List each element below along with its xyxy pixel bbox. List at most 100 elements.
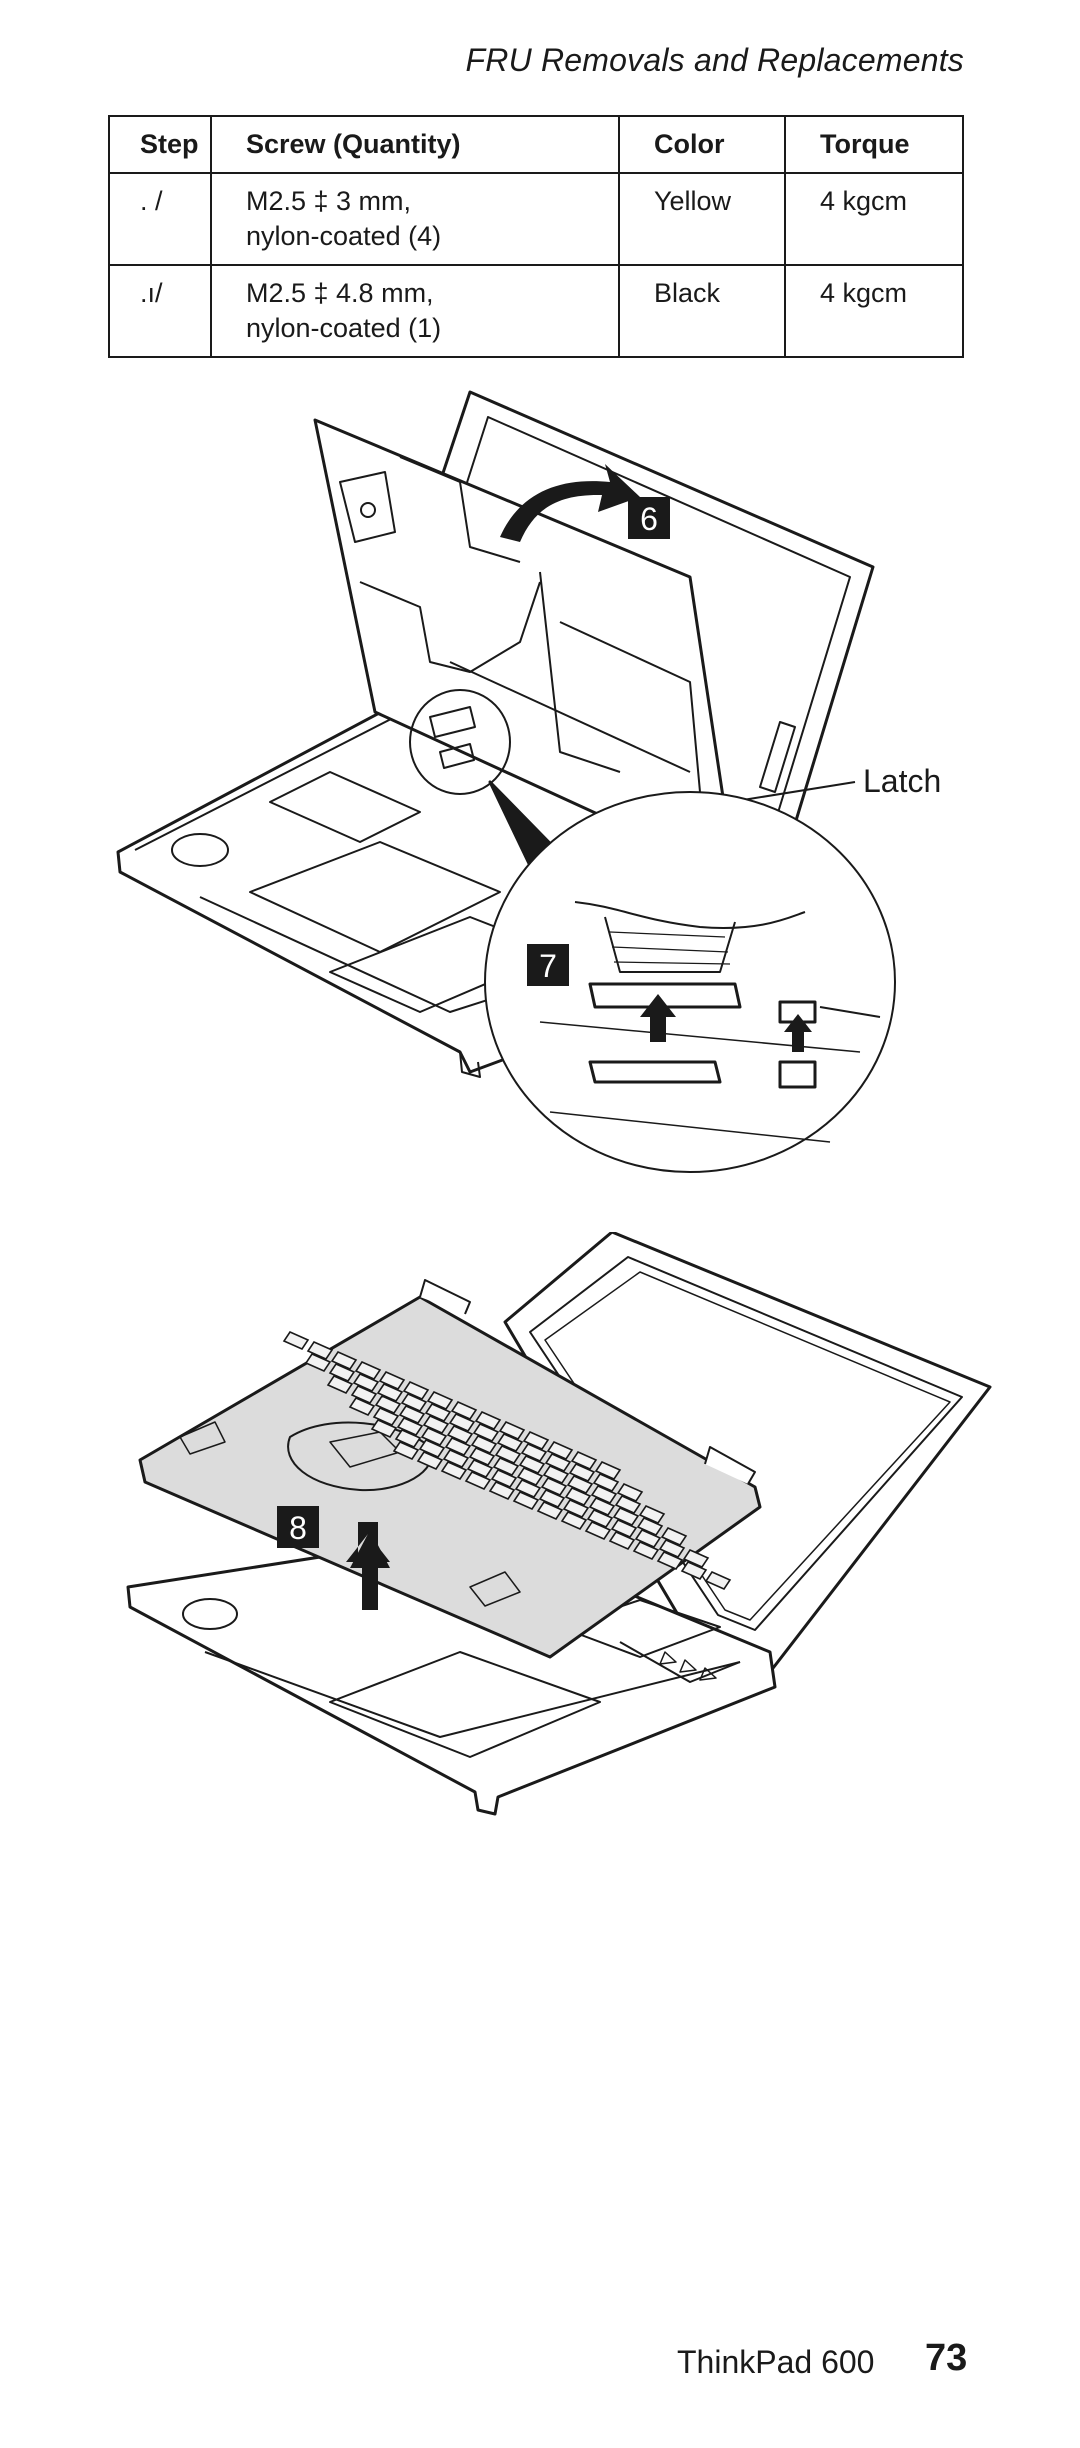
keyboard-key xyxy=(468,1446,496,1467)
keyboard-key xyxy=(546,1440,574,1461)
keyboard-key xyxy=(536,1500,564,1521)
keyboard-removal-illustration: 8 xyxy=(126,1232,992,1816)
keyboard-key xyxy=(584,1520,612,1541)
keyboard-key xyxy=(656,1550,684,1571)
keyboard-key xyxy=(586,1508,614,1529)
step-cell: .ı/ xyxy=(108,264,212,358)
lcd-removal-illustration: 6 7 Latch xyxy=(116,390,941,1173)
up-arrow-icon xyxy=(784,1014,812,1052)
step-badge xyxy=(277,1506,319,1548)
keyboard-key xyxy=(450,1400,478,1421)
keyboard-key xyxy=(444,1436,472,1457)
step-badge xyxy=(527,944,569,986)
keyboard-key xyxy=(514,1478,542,1499)
torque-cell: 4 kgcm xyxy=(784,172,964,266)
keyboard-key xyxy=(610,1518,638,1539)
table-row: . / M2.5 ‡ 3 mm, nylon-coated (4) Yellow… xyxy=(108,172,964,266)
keyboard-key xyxy=(704,1570,732,1591)
keyboard-key xyxy=(496,1432,524,1453)
color-cell: Yellow xyxy=(618,172,786,266)
keyboard-key xyxy=(498,1420,526,1441)
keyboard-key xyxy=(636,1516,664,1537)
column-header-color: Color xyxy=(618,115,786,174)
step-label: 8 xyxy=(289,1510,307,1546)
keyboard-key xyxy=(350,1384,378,1405)
keyboard-key xyxy=(304,1352,332,1373)
keyboard-key xyxy=(494,1444,522,1465)
keyboard-key xyxy=(378,1370,406,1391)
table-row: .ı/ M2.5 ‡ 4.8 mm, nylon-coated (1) Blac… xyxy=(108,264,964,358)
keyboard-key xyxy=(544,1452,572,1473)
keyboard-key xyxy=(588,1496,616,1517)
keyboard-key xyxy=(658,1538,686,1559)
keyboard-key xyxy=(540,1476,568,1497)
keyboard-key xyxy=(612,1506,640,1527)
latch-label: Latch xyxy=(863,763,941,799)
screw-cell: M2.5 ‡ 4.8 mm, nylon-coated (1) xyxy=(210,264,620,358)
table-header-row: Step Screw (Quantity) Color Torque xyxy=(108,115,964,174)
keyboard-key xyxy=(394,1428,422,1449)
keyboard-key xyxy=(446,1424,474,1445)
keyboard-key xyxy=(682,1548,710,1569)
keyboard-key xyxy=(522,1430,550,1451)
keyboard-key xyxy=(564,1486,592,1507)
keyboard-key xyxy=(398,1404,426,1425)
keyboard-key xyxy=(376,1382,404,1403)
keyboard-key xyxy=(492,1456,520,1477)
keyboard-key xyxy=(464,1470,492,1491)
keyboard-key xyxy=(542,1464,570,1485)
keyboard-key xyxy=(348,1396,376,1417)
screw-table: Step Screw (Quantity) Color Torque . / M… xyxy=(108,115,964,358)
product-name: ThinkPad 600 xyxy=(677,2344,875,2380)
keyboard-key xyxy=(474,1410,502,1431)
keyboard-key xyxy=(416,1450,444,1471)
keyboard-key xyxy=(616,1482,644,1503)
keyboard-key xyxy=(466,1458,494,1479)
keyboard-key xyxy=(352,1372,380,1393)
page-number: 73 xyxy=(925,2337,968,2379)
keyboard-key xyxy=(634,1528,662,1549)
lift-arrow-icon xyxy=(350,1530,390,1610)
keyboard-key xyxy=(370,1418,398,1439)
keyboard-key xyxy=(424,1402,452,1423)
keyboard-key xyxy=(306,1340,334,1361)
keyboard-key xyxy=(328,1362,356,1383)
keyboard-key xyxy=(566,1474,594,1495)
keyboard-key xyxy=(372,1406,400,1427)
column-header-screw: Screw (Quantity) xyxy=(210,115,620,174)
keyboard-key xyxy=(516,1466,544,1487)
up-arrow-icon xyxy=(640,994,676,1042)
keyboard-key xyxy=(608,1530,636,1551)
keyboard-key xyxy=(472,1422,500,1443)
keyboard-key xyxy=(594,1460,622,1481)
keyboard-key xyxy=(512,1490,540,1511)
column-header-torque: Torque xyxy=(784,115,964,174)
keyboard-key xyxy=(518,1454,546,1475)
keyboard-key xyxy=(562,1498,590,1519)
keyboard-key xyxy=(330,1350,358,1371)
keyboard-key xyxy=(614,1494,642,1515)
keyboard-key xyxy=(402,1380,430,1401)
keyboard-key xyxy=(488,1480,516,1501)
keyboard-key xyxy=(418,1438,446,1459)
keyboard-key xyxy=(680,1560,708,1581)
screw-type: nylon-coated (1) xyxy=(246,313,442,343)
lift-arrow-icon xyxy=(500,464,640,542)
keyboard-key xyxy=(592,1472,620,1493)
keyboard-key xyxy=(660,1526,688,1547)
keyboard-key xyxy=(520,1442,548,1463)
running-header: FRU Removals and Replacements xyxy=(465,42,964,78)
screw-size: M2.5 ‡ 4.8 mm, xyxy=(246,278,434,308)
torque-cell: 4 kgcm xyxy=(784,264,964,358)
keyboard-key xyxy=(570,1450,598,1471)
step-cell: . / xyxy=(108,172,212,266)
step-label: 7 xyxy=(539,948,557,984)
keyboard-key xyxy=(396,1416,424,1437)
keyboard-key xyxy=(374,1394,402,1415)
keyboard-key xyxy=(568,1462,596,1483)
keyboard-key xyxy=(440,1460,468,1481)
keyboard-key xyxy=(392,1440,420,1461)
keyboard-key xyxy=(420,1426,448,1447)
keyboard-key xyxy=(354,1360,382,1381)
keyboard-key xyxy=(422,1414,450,1435)
